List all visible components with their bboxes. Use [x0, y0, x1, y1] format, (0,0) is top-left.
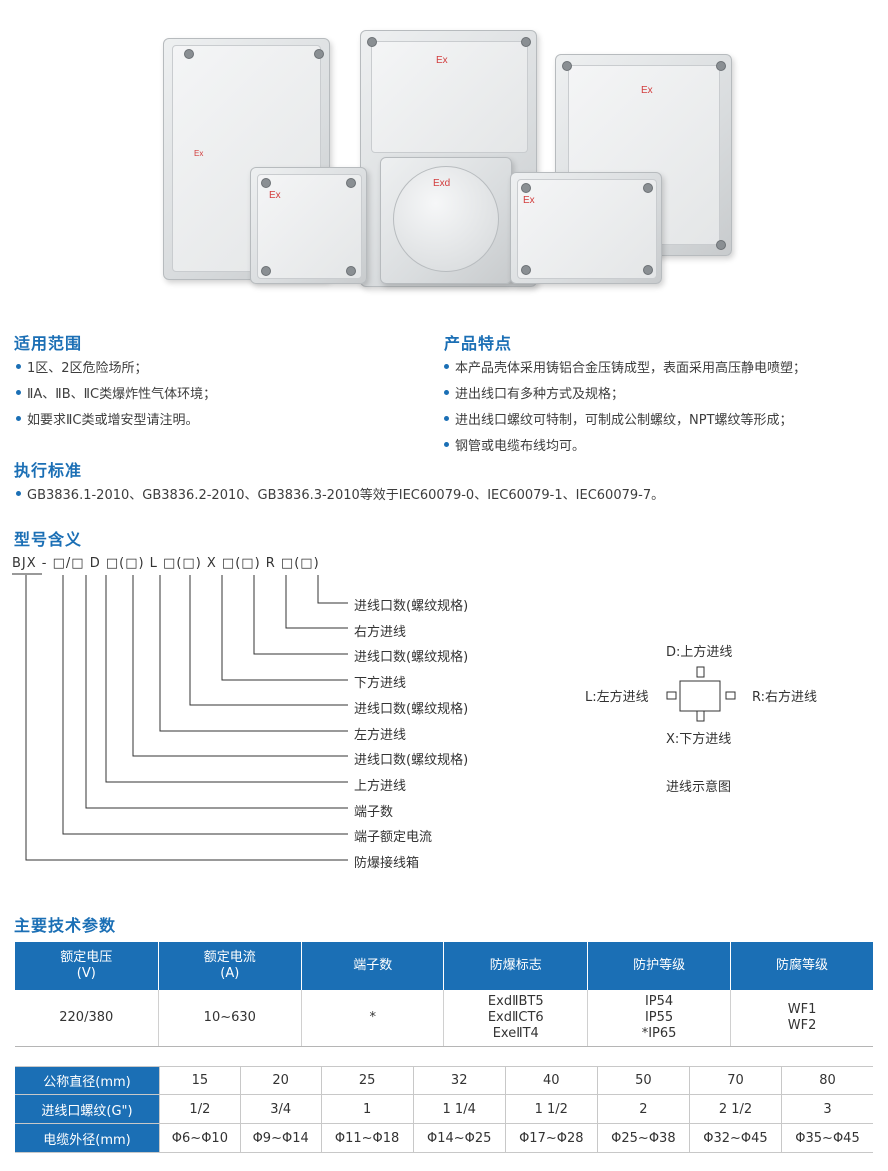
model-label: 端子数 [354, 804, 394, 820]
model-label: 上方进线 [354, 778, 407, 794]
table-cell: 1/2 [159, 1094, 241, 1124]
model-label: 进线口数(螺纹规格) [354, 753, 469, 769]
model-label: 防爆接线箱 [354, 856, 420, 872]
round-cover-enclosure: Exd [380, 157, 512, 284]
table-cell: 80 [781, 1066, 873, 1095]
table-header-row: 额定电压(V) 额定电流(A) 端子数 防爆标志 防护等级 防腐等级 [15, 942, 873, 990]
table-cell: 15 [159, 1066, 241, 1095]
row-header: 公称直径(mm) [15, 1066, 160, 1095]
model-code: BJX - □/□ D □(□) L □(□) X □(□) R □(□) [12, 556, 320, 571]
model-label: 下方进线 [354, 676, 407, 692]
table-cell: Φ9~Φ14 [239, 1123, 322, 1153]
tall-enclosure: Ex [163, 38, 330, 280]
features-heading: 产品特点 [444, 334, 513, 353]
model-label: 左方进线 [354, 727, 407, 743]
table-cell: 3 [781, 1094, 873, 1124]
table-cell: 2 1/2 [688, 1094, 782, 1124]
ex-label: Ex [194, 149, 204, 158]
table-cell: 1 1/4 [412, 1094, 506, 1124]
list-item: 进出线口螺纹可特制，可制成公制螺纹，NPT螺纹等形成； [444, 408, 806, 434]
list-item: 钢管或电缆布线均可。 [444, 434, 806, 460]
voltage-cell: 220/380 [15, 990, 159, 1047]
model-label: 进线口数(螺纹规格) [354, 701, 469, 717]
table-cell: Φ11~Φ18 [320, 1123, 414, 1153]
table-cell: Φ17~Φ28 [504, 1123, 598, 1153]
diagram-bottom-label: X:下方进线 [666, 732, 732, 747]
list-item: 如要求ⅡC类或增安型请注明。 [16, 408, 216, 434]
table-cell: Φ6~Φ10 [159, 1123, 241, 1153]
table-cell: 20 [239, 1066, 322, 1095]
diagram-caption: 进线示意图 [666, 780, 732, 795]
size-table: 公称直径(mm) 15 20 25 32 40 50 70 80 进线口螺纹(G… [15, 1066, 873, 1153]
model-heading: 型号含义 [14, 530, 83, 549]
features-list: 本产品壳体采用铸铝合金压铸成型，表面采用高压静电喷塑； 进出线口有多种方式及规格… [444, 356, 806, 460]
diagram-right-label: R:右方进线 [752, 690, 818, 705]
table-row: 电缆外径(mm) Φ6~Φ10 Φ9~Φ14 Φ11~Φ18 Φ14~Φ25 Φ… [15, 1123, 873, 1153]
list-item: ⅡA、ⅡB、ⅡC类爆炸性气体环境； [16, 382, 216, 408]
table-cell: 50 [596, 1066, 690, 1095]
column-header: 额定电流(A) [158, 942, 303, 990]
model-label: 右方进线 [354, 624, 407, 640]
model-leader-lines [12, 573, 736, 861]
ex-label: Ex [269, 190, 281, 201]
small-enclosure-right: Ex [510, 172, 662, 284]
table-cell: 40 [504, 1066, 598, 1095]
row-header: 进线口螺纹(G") [15, 1094, 160, 1124]
column-header: 额定电压(V) [15, 942, 159, 990]
model-label: 进线口数(螺纹规格) [354, 650, 469, 666]
row-header: 电缆外径(mm) [15, 1123, 160, 1153]
ex-label: Exd [433, 178, 451, 189]
params-table: 额定电压(V) 额定电流(A) 端子数 防爆标志 防护等级 防腐等级 220/3… [15, 942, 873, 1047]
ex-label: Ex [523, 195, 535, 206]
table-row: 公称直径(mm) 15 20 25 32 40 50 70 80 [15, 1066, 873, 1095]
ex-label: Ex [641, 85, 653, 96]
table-cell: 1 1/2 [504, 1094, 598, 1124]
model-label: 进线口数(螺纹规格) [354, 599, 469, 614]
terminals-cell: * [301, 990, 445, 1047]
standard-text: GB3836.1-2010、GB3836.2-2010、GB3836.3-201… [16, 483, 664, 509]
table-cell: Φ25~Φ38 [596, 1123, 690, 1153]
table-cell: 32 [412, 1066, 506, 1095]
scope-heading: 适用范围 [14, 334, 83, 353]
product-photo: Ex Ex Ex Exd Ex Ex [155, 22, 735, 292]
diagram-top-label: D:上方进线 [666, 645, 733, 660]
column-header: 防腐等级 [730, 942, 873, 990]
list-item: 1区、2区危险场所； [16, 356, 216, 382]
standard-heading: 执行标准 [14, 461, 83, 480]
table-cell: 25 [320, 1066, 414, 1095]
column-header: 防护等级 [587, 942, 732, 990]
table-cell: 1 [320, 1094, 414, 1124]
table-cell: 2 [596, 1094, 690, 1124]
params-heading: 主要技术参数 [14, 916, 117, 935]
current-cell: 10~630 [158, 990, 303, 1047]
table-cell: 3/4 [239, 1094, 322, 1124]
table-cell: Φ35~Φ45 [781, 1123, 873, 1153]
ex-label: Ex [436, 55, 448, 66]
table-cell: Φ14~Φ25 [412, 1123, 506, 1153]
table-cell: 70 [688, 1066, 782, 1095]
diagram-left-label: L:左方进线 [585, 690, 649, 705]
column-header: 防爆标志 [443, 942, 589, 990]
small-enclosure-left: Ex [250, 167, 367, 284]
model-labels: 进线口数(螺纹规格) 右方进线 进线口数(螺纹规格) 下方进线 进线口数(螺纹规… [354, 594, 468, 877]
model-label: 端子额定电流 [354, 830, 433, 846]
column-header: 端子数 [301, 942, 445, 990]
table-cell: Φ32~Φ45 [688, 1123, 782, 1153]
table-row: 进线口螺纹(G") 1/2 3/4 1 1 1/4 1 1/2 2 2 1/2 … [15, 1094, 873, 1124]
list-item: 进出线口有多种方式及规格； [444, 382, 806, 408]
list-item: 本产品壳体采用铸铝合金压铸成型，表面采用高压静电喷塑； [444, 356, 806, 382]
scope-list: 1区、2区危险场所； ⅡA、ⅡB、ⅡC类爆炸性气体环境； 如要求ⅡC类或增安型请… [16, 356, 216, 434]
